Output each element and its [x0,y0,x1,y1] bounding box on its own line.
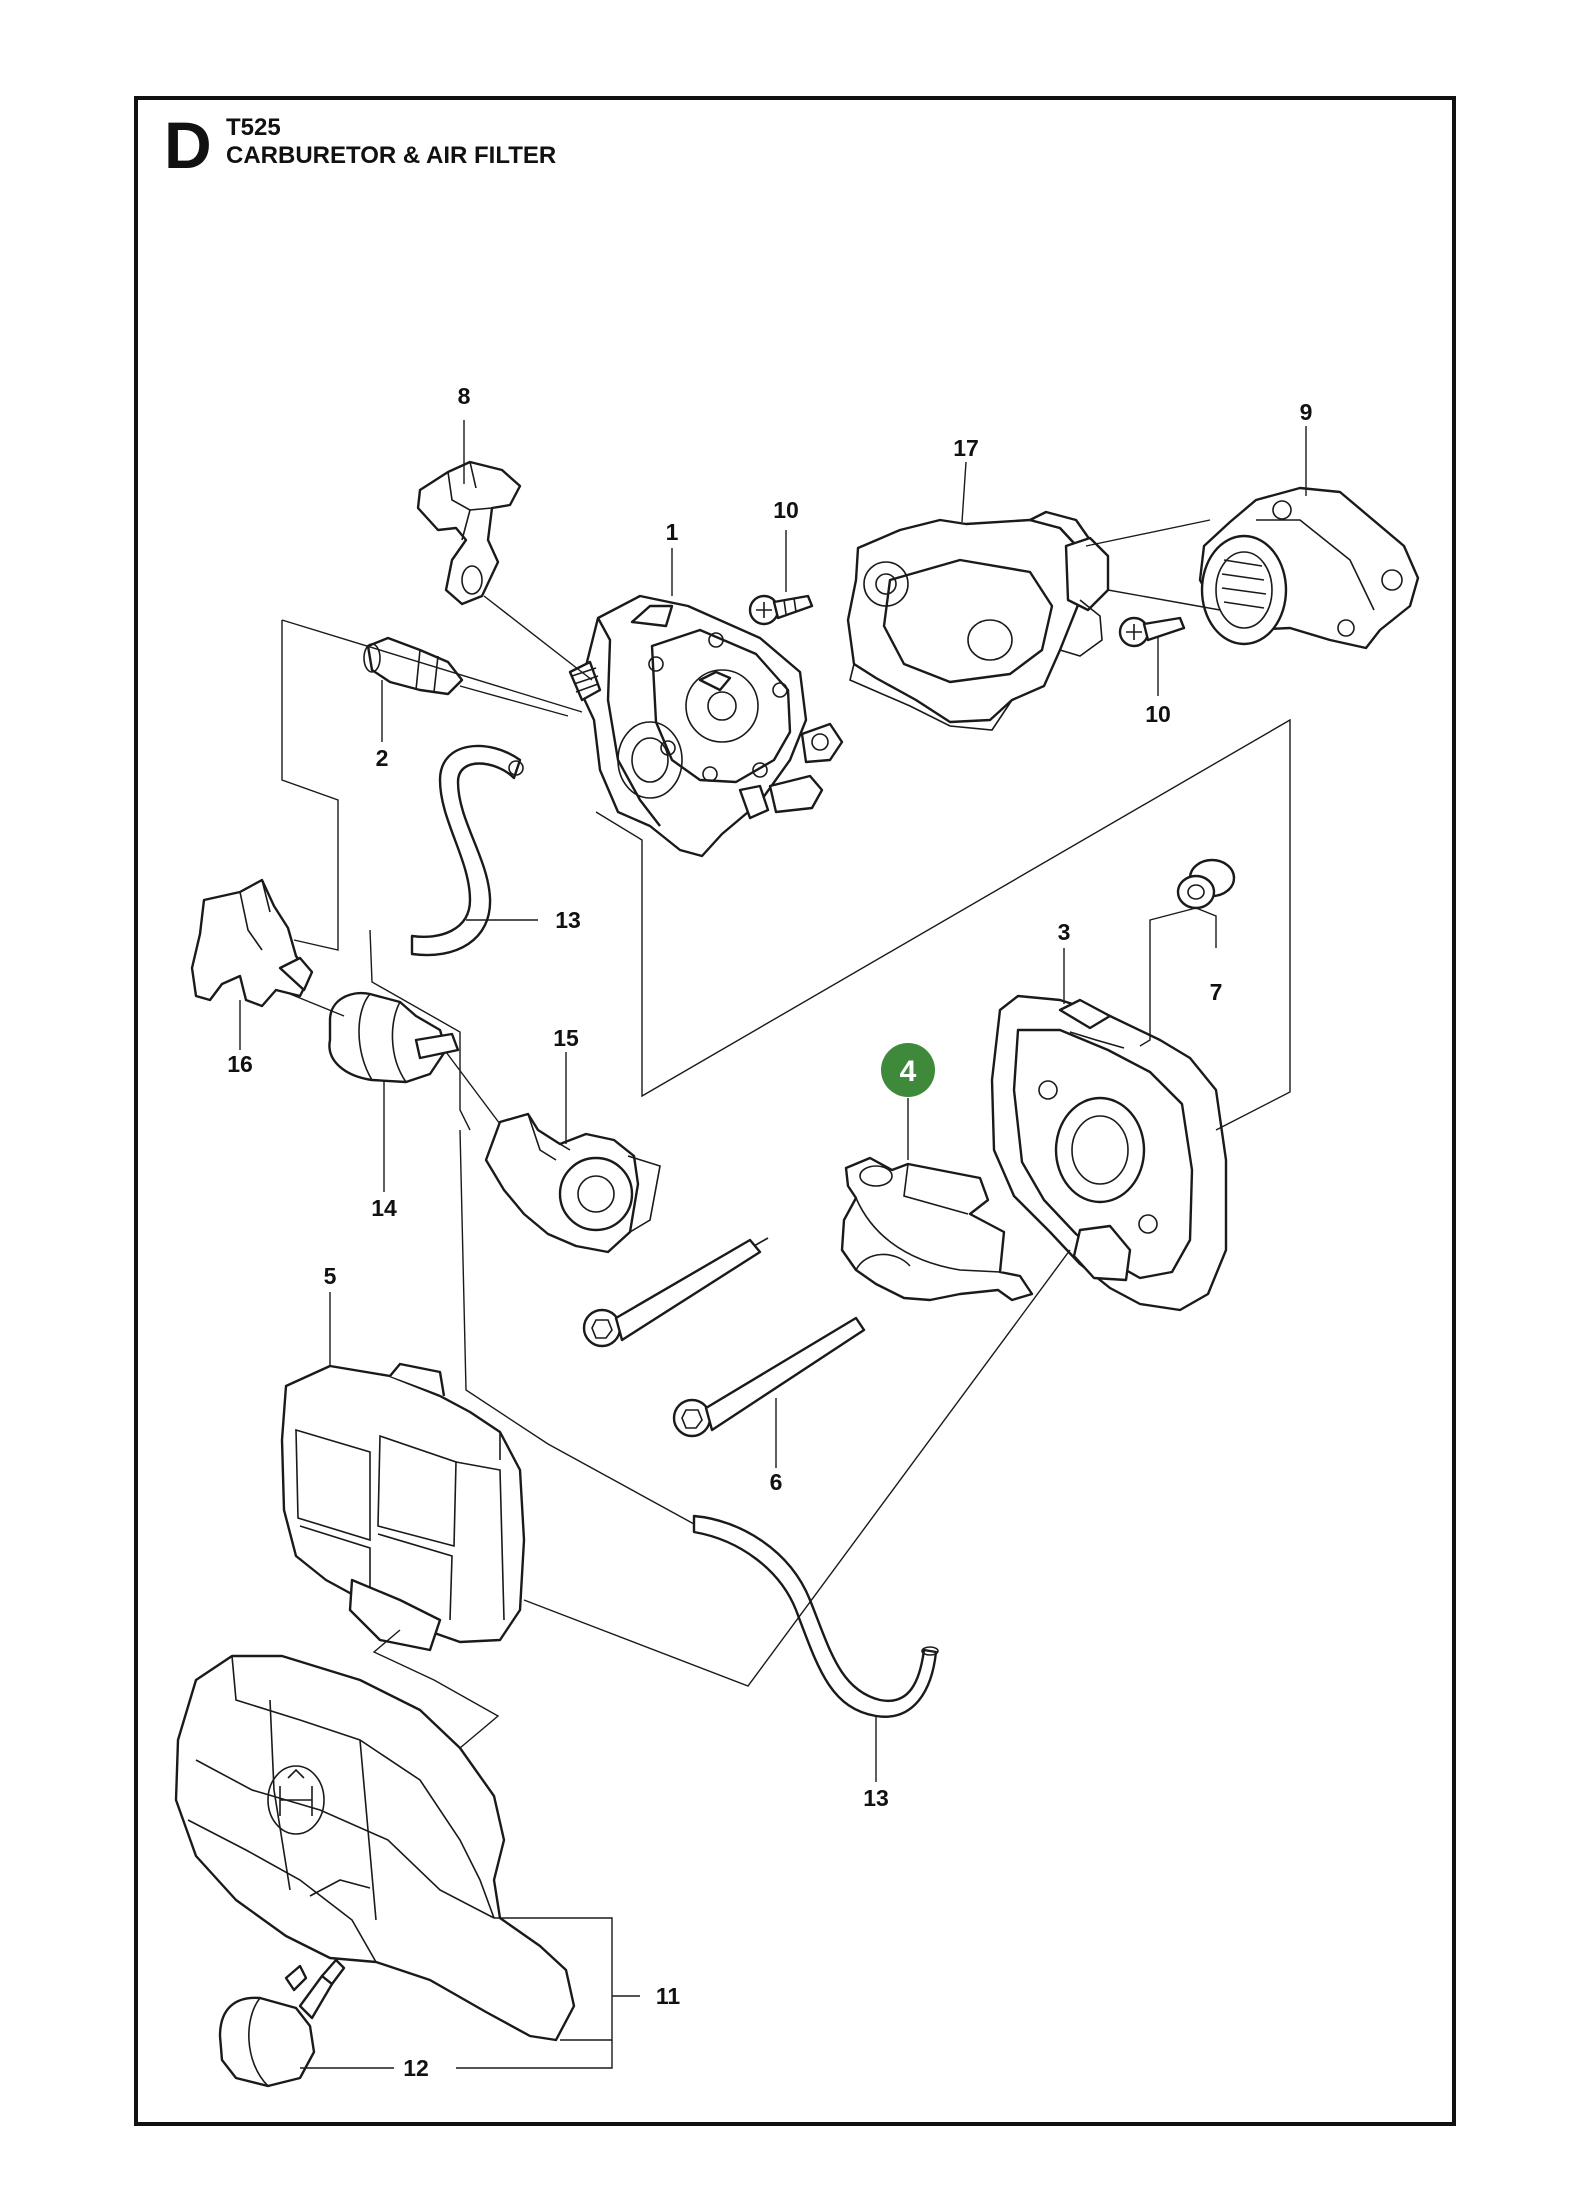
callout-3: 3 [1058,919,1071,945]
callout-1: 1 [666,519,679,545]
callout-16: 16 [227,1051,253,1077]
model-number: T525 [226,114,281,141]
callout-9: 9 [1300,399,1313,425]
part-8-choke-lever[interactable] [416,460,522,606]
leader-lines [239,420,1307,2069]
part-12-cover-knob[interactable] [218,1958,346,2088]
callout-4: 4 [900,1055,917,1088]
part-13-fuel-hose-long[interactable] [692,1514,939,1718]
part-5-air-filter[interactable] [280,1362,526,1652]
part-10-screw-upper[interactable] [748,594,814,626]
part-7-grommet[interactable] [1176,858,1236,910]
callout-labels: 1 2 3 4 5 6 7 8 9 10 10 11 12 13 13 14 1… [227,383,1312,2081]
callout-13-upper: 13 [555,907,581,933]
callout-12: 12 [403,2055,429,2081]
callout-2: 2 [376,745,389,771]
callout-5: 5 [324,1263,337,1289]
part-4-choke-flap[interactable] [840,1156,1034,1302]
callout-10-upper: 10 [773,497,799,523]
callout-6: 6 [770,1469,783,1495]
callout-8: 8 [458,383,471,409]
part-17-intake-adapter[interactable] [846,510,1110,731]
page-title: CARBURETOR & AIR FILTER [226,142,557,169]
part-9-intake-manifold[interactable] [1198,486,1420,650]
callout-14: 14 [371,1195,397,1221]
part-2-fitting[interactable] [363,636,464,696]
husqvarna-crown-icon [267,1765,325,1835]
part-11-filter-cover[interactable] [174,1654,576,2042]
diagram-frame [134,96,1456,2126]
callout-17: 17 [953,435,979,461]
callout-15: 15 [553,1025,579,1051]
callout-4-highlight-badge [881,1043,935,1097]
section-letter: D [164,108,212,182]
callout-7: 7 [1210,979,1223,1005]
callout-11: 11 [656,1983,681,2009]
part-3-filter-base[interactable] [990,994,1228,1312]
part-15-primer-holder[interactable] [484,1112,661,1254]
callout-10-lower: 10 [1145,701,1171,727]
callout-13-lower: 13 [863,1785,889,1811]
part-16-primer-bracket[interactable] [190,878,314,1008]
part-14-primer-bulb[interactable] [328,991,460,1084]
part-6-long-screws[interactable] [582,1237,866,1438]
part-1-carburetor[interactable] [568,594,844,858]
part-13-fuel-hose-short[interactable] [410,744,524,957]
part-10-screw-lower[interactable] [1118,616,1186,648]
